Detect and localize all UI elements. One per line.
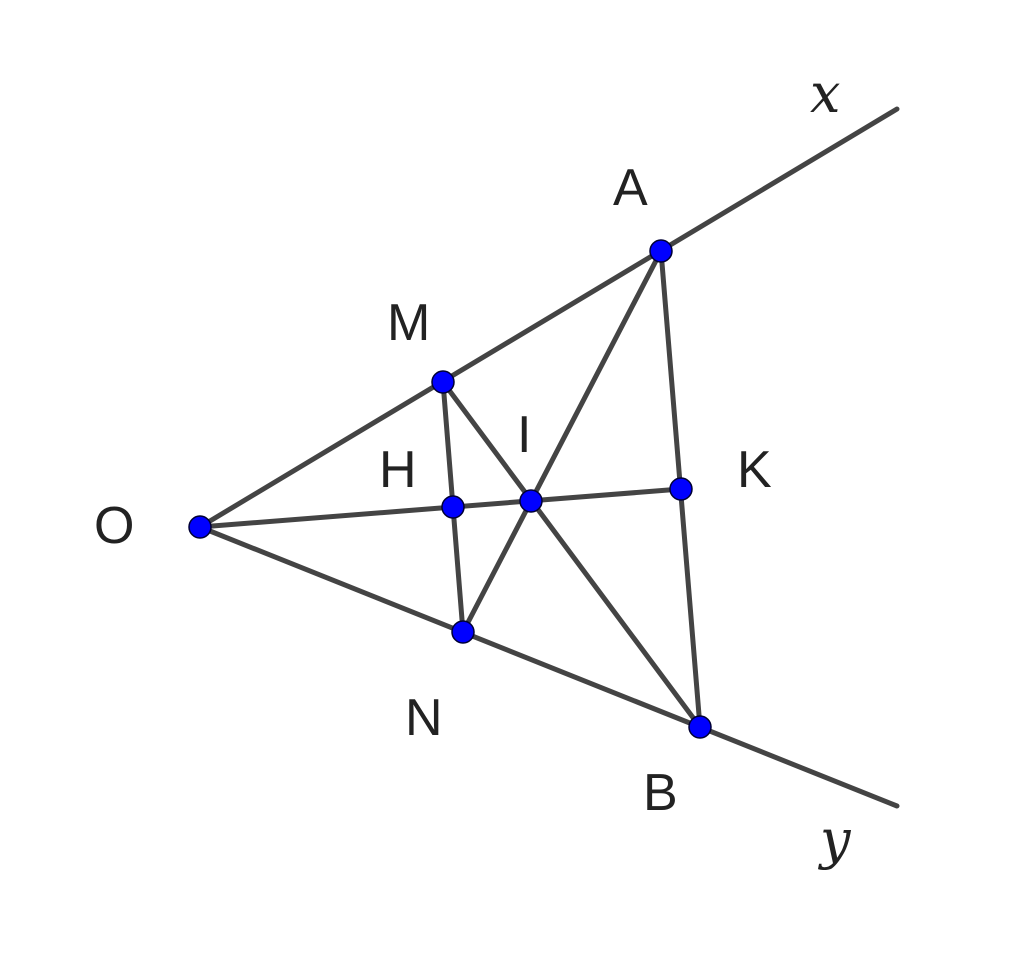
- label-ray-x: x: [810, 62, 840, 125]
- segment-mb: [440, 379, 703, 730]
- label-n: N: [405, 689, 443, 747]
- point-b: [688, 715, 712, 739]
- label-m: M: [387, 294, 430, 352]
- point-a: [649, 239, 673, 263]
- point-n: [451, 620, 475, 644]
- label-i: I: [517, 406, 531, 464]
- point-i: [519, 489, 543, 513]
- point-m: [431, 370, 455, 394]
- point-h: [441, 495, 465, 519]
- segment-an: [460, 248, 664, 635]
- segment-ok: [197, 486, 684, 530]
- label-h: H: [379, 441, 417, 499]
- label-b: B: [643, 764, 678, 822]
- label-k: K: [737, 441, 772, 499]
- point-k: [669, 477, 693, 501]
- ray-oy: [197, 524, 900, 809]
- label-o: O: [94, 497, 134, 555]
- point-o: [188, 515, 212, 539]
- label-a: A: [613, 159, 648, 217]
- label-ray-y: y: [818, 808, 852, 871]
- ray-ox: [197, 106, 900, 530]
